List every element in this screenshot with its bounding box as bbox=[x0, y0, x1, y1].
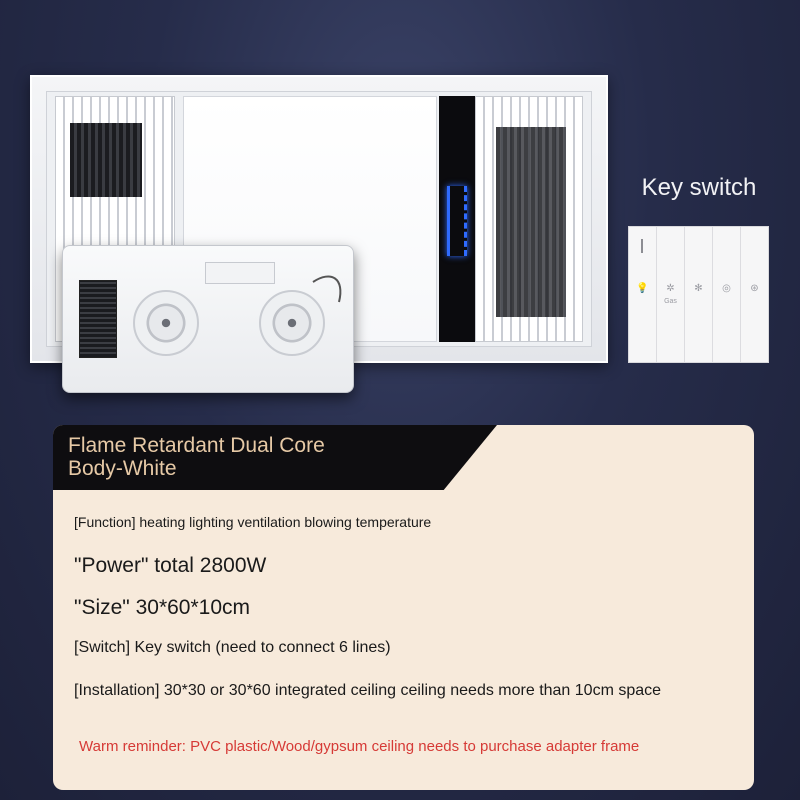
cable-icon bbox=[312, 275, 342, 303]
spec-function: [Function] heating lighting ventilation … bbox=[74, 514, 432, 530]
left-vent bbox=[70, 123, 142, 197]
fan-icon: ✻ bbox=[694, 283, 703, 294]
power-indicator-icon bbox=[641, 239, 643, 253]
heating-element bbox=[79, 280, 117, 358]
spec-card: Flame Retardant Dual Core Body-White [Fu… bbox=[53, 425, 754, 790]
card-title-line2: Body-White bbox=[68, 457, 177, 480]
spec-installation: [Installation] 30*30 or 30*60 integrated… bbox=[74, 682, 662, 699]
switch-key-fan: ✻ bbox=[685, 227, 713, 362]
key-switch-image: 💡 ✲Gas ✻ ◎ ⊛ bbox=[628, 226, 769, 363]
heating-icon: ◎ bbox=[722, 283, 731, 294]
control-box bbox=[205, 262, 275, 284]
dual-core-module-image bbox=[62, 245, 354, 393]
switch-key-heat: ◎ bbox=[713, 227, 741, 362]
switch-key-blow: ⊛ bbox=[741, 227, 768, 362]
fan-icon bbox=[259, 290, 325, 356]
spec-size: "Size" 30*60*10cm bbox=[74, 596, 251, 619]
switch-key-power: 💡 bbox=[629, 227, 657, 362]
light-icon: 💡 bbox=[636, 283, 649, 294]
spec-power: "Power" total 2800W bbox=[74, 554, 267, 577]
blowing-icon: ⊛ bbox=[750, 283, 759, 294]
card-title-line1: Flame Retardant Dual Core bbox=[68, 434, 325, 457]
right-vent bbox=[496, 127, 566, 317]
right-grille bbox=[475, 96, 583, 342]
switch-key-ventilation: ✲Gas bbox=[657, 227, 685, 362]
led-display bbox=[439, 96, 477, 342]
led-digits bbox=[447, 186, 467, 256]
card-header bbox=[53, 425, 497, 490]
key-switch-title: Key switch bbox=[641, 174, 757, 201]
fan-icon bbox=[133, 290, 199, 356]
switch-key-label: Gas bbox=[664, 298, 677, 305]
warm-reminder: Warm reminder: PVC plastic/Wood/gypsum c… bbox=[79, 738, 640, 755]
card-title: Flame Retardant Dual Core Body-White bbox=[68, 434, 448, 480]
spec-switch: [Switch] Key switch (need to connect 6 l… bbox=[74, 639, 391, 656]
ventilation-icon: ✲Gas bbox=[657, 283, 684, 307]
